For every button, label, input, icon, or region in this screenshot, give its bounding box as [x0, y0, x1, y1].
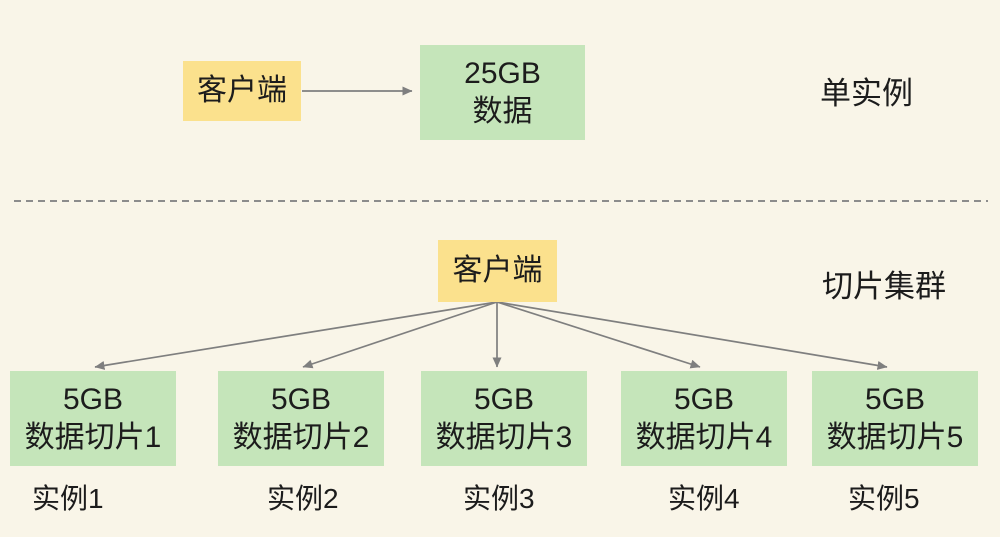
- shard-box-5: 5GB 数据切片5: [812, 371, 978, 466]
- shard-name: 数据切片4: [635, 420, 773, 454]
- fan-arrow-icon: [94, 301, 498, 370]
- cluster-section-label: 切片集群: [822, 269, 946, 304]
- fan-arrow-icon: [496, 301, 701, 369]
- single-instance-client-box: 客户端: [183, 61, 301, 121]
- shard-box-4: 5GB 数据切片4: [621, 371, 787, 466]
- shard-name: 数据切片3: [435, 420, 573, 454]
- shard-name: 数据切片5: [826, 420, 964, 454]
- shard-box-2: 5GB 数据切片2: [218, 371, 384, 466]
- shard-size: 5GB: [864, 382, 926, 416]
- shard-size: 5GB: [473, 382, 535, 416]
- client-box-label: 客户端: [197, 74, 287, 107]
- shard-name: 数据切片1: [24, 420, 162, 454]
- instance-label-1: 实例1: [32, 483, 104, 514]
- single-instance-section-label: 单实例: [820, 76, 913, 111]
- shard-name: 数据切片2: [232, 420, 370, 454]
- client-box-label: 客户端: [452, 254, 543, 287]
- data-box-label: 数据: [472, 94, 533, 128]
- instance-label-4: 实例4: [668, 483, 740, 514]
- instance-label-5: 实例5: [848, 483, 920, 514]
- fan-arrow-icon: [302, 301, 498, 369]
- shard-size: 5GB: [673, 382, 735, 416]
- shard-box-3: 5GB 数据切片3: [421, 371, 587, 466]
- data-box-size: 25GB: [464, 56, 541, 90]
- single-instance-data-box: 25GB 数据: [420, 45, 585, 140]
- shard-size: 5GB: [62, 382, 124, 416]
- instance-label-3: 实例3: [463, 483, 535, 514]
- fan-arrow-icon: [496, 301, 888, 370]
- cluster-client-box: 客户端: [438, 240, 557, 302]
- instance-label-2: 实例2: [267, 483, 339, 514]
- shard-size: 5GB: [270, 382, 332, 416]
- shard-box-1: 5GB 数据切片1: [10, 371, 176, 466]
